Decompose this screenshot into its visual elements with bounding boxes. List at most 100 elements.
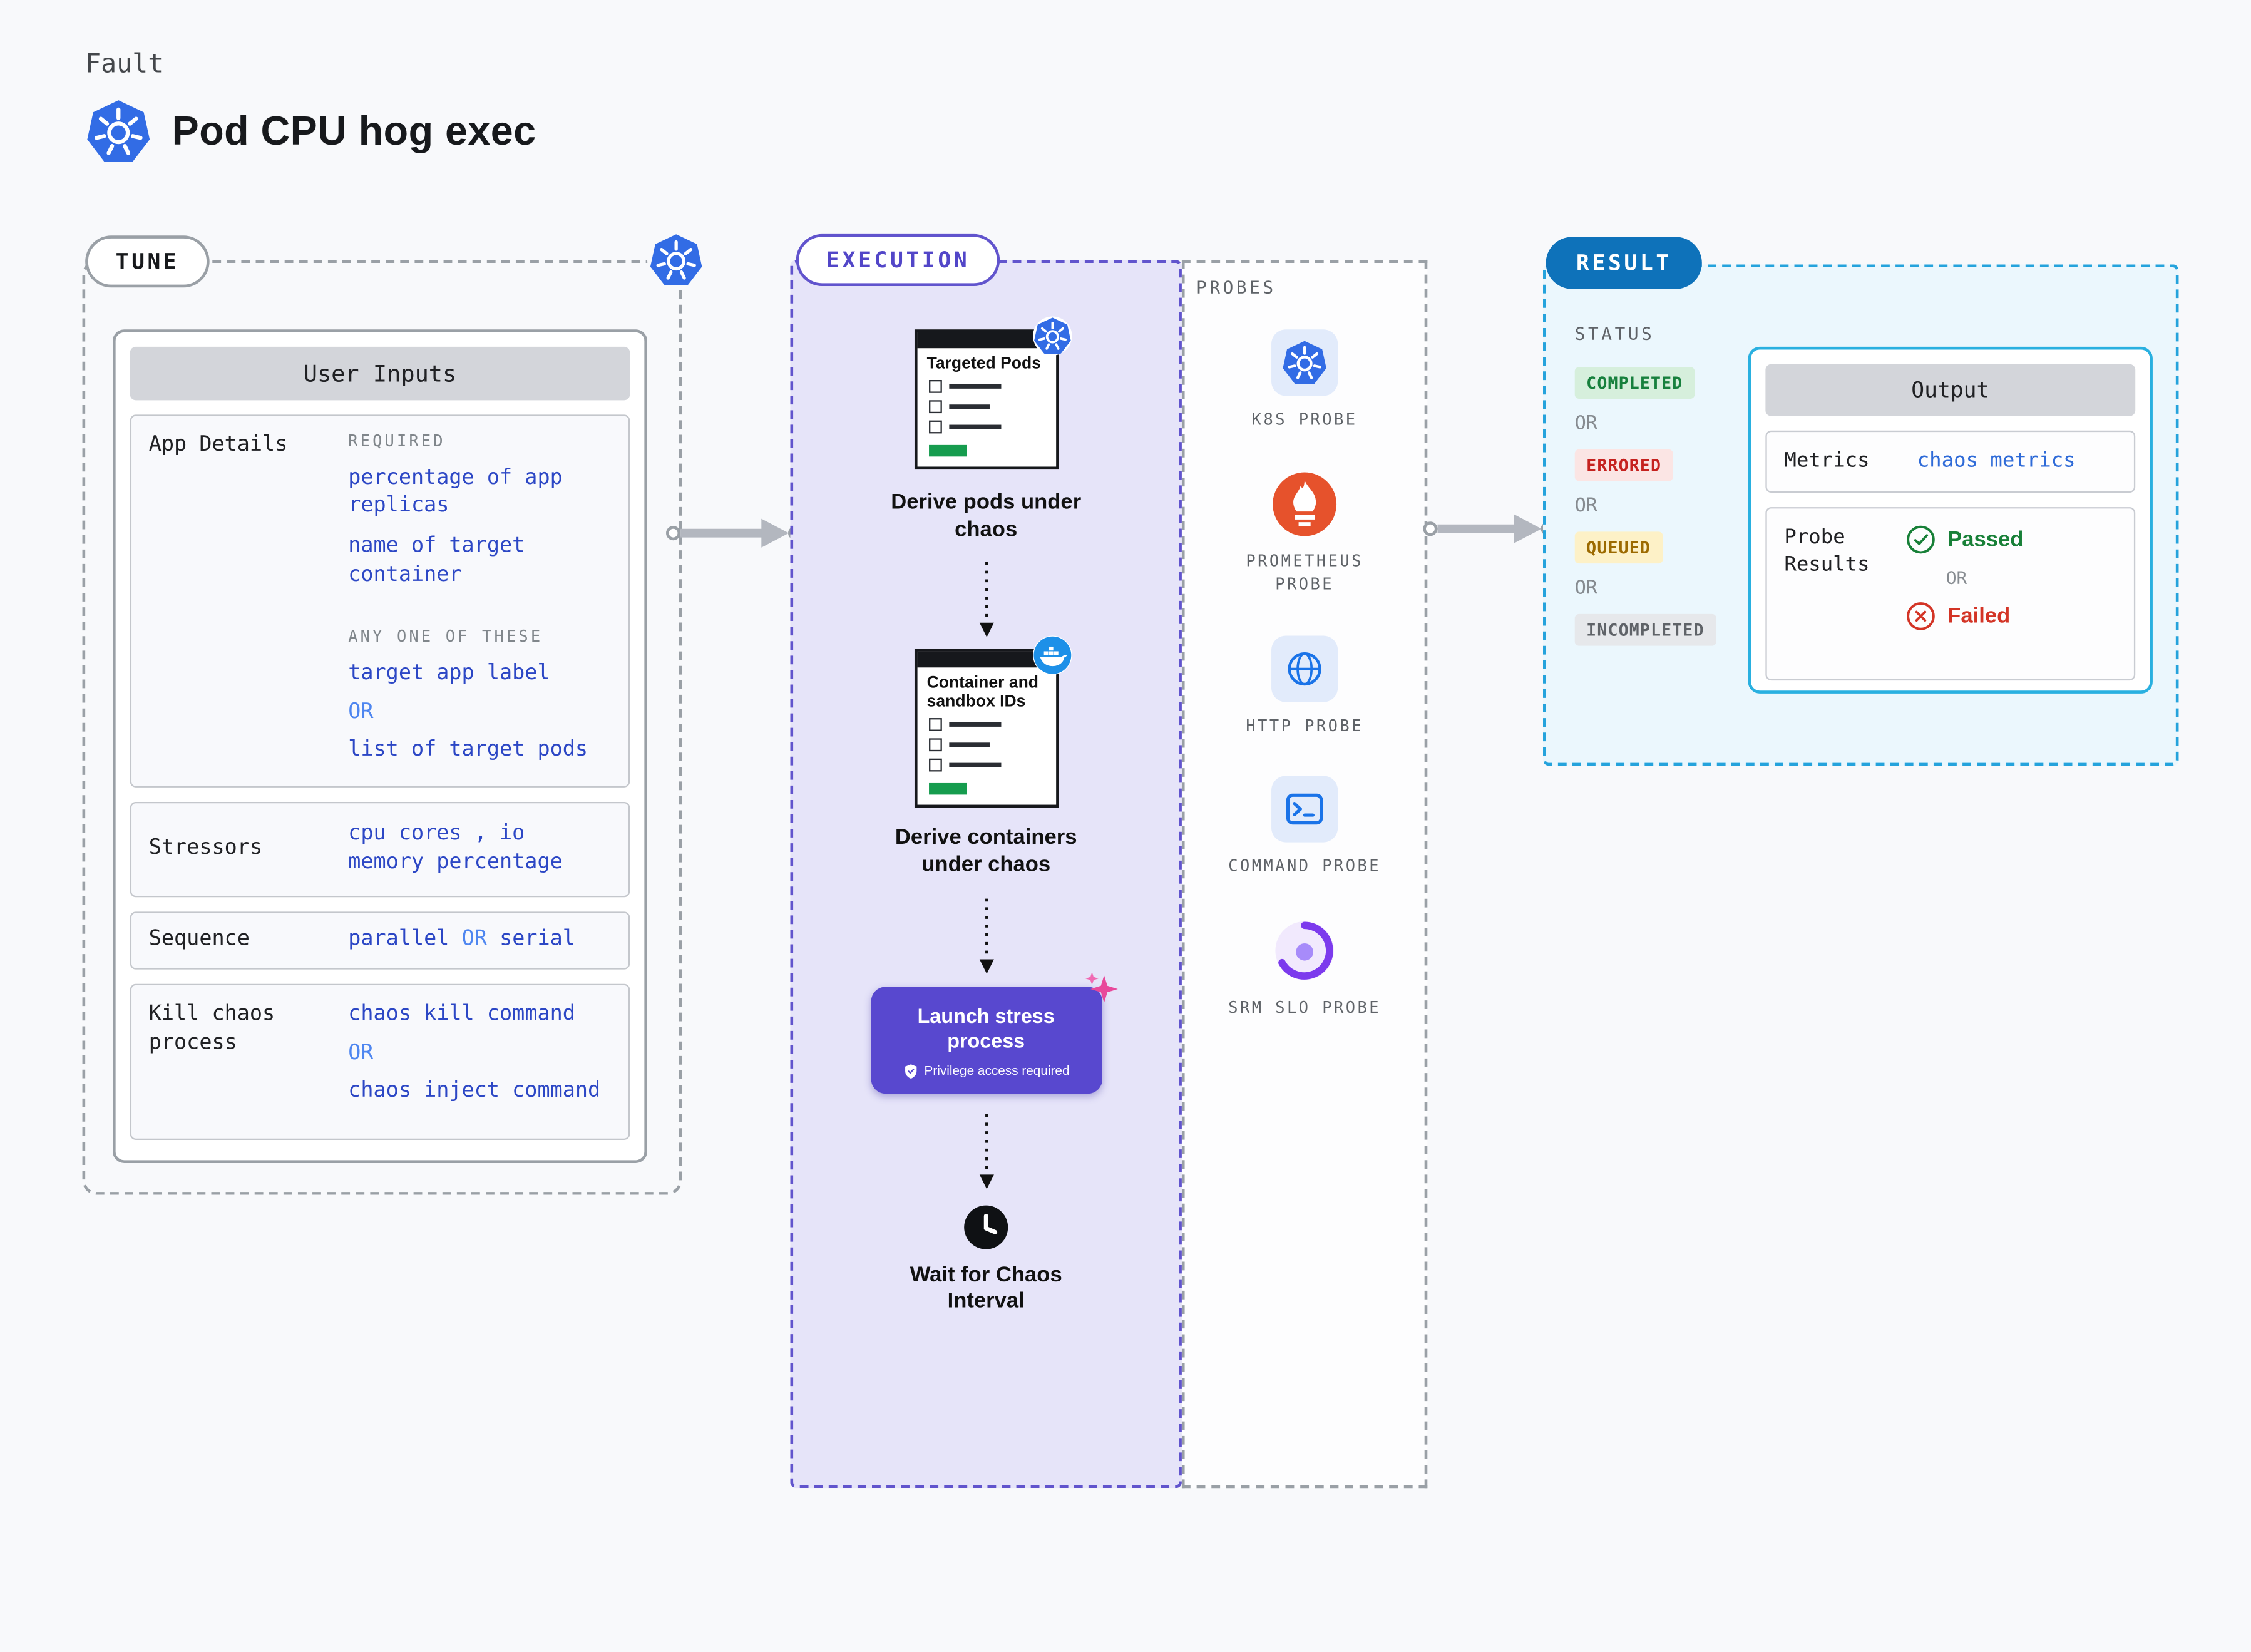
output-card: Output Metrics chaos metrics Probe Resul… [1748,346,2153,694]
tune-section [82,260,682,1195]
stressors-label: Stressors [148,836,263,860]
dotted-connector-arrow [977,894,995,980]
sequence-option: serial [500,928,575,952]
required-item: percentage of app replicas [348,466,563,518]
or-separator: OR [1574,413,1597,435]
kubernetes-icon [1032,316,1072,356]
output-title: Output [1765,364,2136,416]
probes-panel [1181,260,1428,1489]
kill-chaos-row: Kill chaos process chaos kill command OR… [130,983,630,1141]
passed-label: Passed [1947,527,2024,552]
kill-option: chaos kill command [348,1002,575,1026]
kill-chaos-label: Kill chaos process [148,1002,275,1054]
document-titlebar [916,651,1055,667]
execution-pill: EXECUTION [796,233,1000,286]
flow-arrow-execution-to-result [1423,514,1554,543]
checkbox-icon [928,759,941,772]
checkbox-icon [928,380,941,394]
status-badge-errored: ERRORED [1574,449,1673,481]
stressors-content: cpu cores , io memory percentage [348,821,611,878]
result-pill: RESULT [1546,237,1703,289]
probe-label: K8S PROBE [1251,410,1358,429]
wait-interval-caption: Wait for Chaos Interval [910,1262,1062,1314]
user-inputs-title: User Inputs [130,346,630,401]
shield-icon [904,1063,917,1079]
page-title: Pod CPU hog exec [172,108,536,153]
sequence-row: Sequence parallel OR serial [130,911,630,970]
dotted-connector-arrow [977,559,995,643]
sparkle-icon [1084,972,1117,1003]
command-probe-icon [1271,776,1338,843]
execution-flow: Targeted Pods Derive pods under chaos Co… [790,260,1181,1316]
prometheus-probe-icon [1271,470,1338,536]
or-separator: OR [1574,578,1597,600]
sequence-label: Sequence [148,928,250,952]
probe-label: SRM SLO PROBE [1228,997,1381,1017]
probe-label: HTTP PROBE [1246,716,1363,735]
any-one-heading: ANY ONE OF THESE [348,627,543,646]
metrics-row: Metrics chaos metrics [1765,430,2136,493]
http-probe-icon [1271,635,1338,702]
or-separator: OR [348,700,374,724]
app-details-content: REQUIRED percentage of app replicas name… [348,432,611,770]
stressors-value: memory percentage [348,851,563,875]
probe-results-label: Probe Results [1784,525,1870,577]
clock-icon [962,1203,1010,1251]
launch-stress-process-button: Launch stress process Privilege access r… [870,972,1117,1094]
checkbox-icon [928,421,941,434]
app-details-row: App Details REQUIRED percentage of app r… [130,414,630,788]
checkbox-icon [928,738,941,752]
stressors-row: Stressors cpu cores , io memory percenta… [130,801,630,898]
status-badge-incompleted: INCOMPLETED [1574,613,1716,646]
probes-heading: PROBES [1196,277,1276,298]
x-circle-icon [1907,602,1935,630]
status-column: STATUS COMPLETED OR ERRORED OR QUEUED OR… [1574,323,1716,646]
docker-icon [1032,635,1072,675]
srm-slo-probe-icon [1271,916,1338,983]
required-item: name of target container [348,534,525,586]
probe-label: COMMAND PROBE [1228,856,1381,876]
probe-label: PROMETHEUS PROBE [1246,551,1363,594]
kubernetes-icon [85,98,151,165]
progress-bar [928,445,966,457]
option-list-of-target-pods: list of target pods [348,738,588,762]
sequence-option: parallel [348,928,449,952]
chaos-metrics-link: chaos metrics [1917,449,2076,473]
progress-bar [928,783,966,795]
derive-containers-caption: Derive containers under chaos [895,825,1077,877]
document-title: Container and sandbox IDs [926,674,1039,711]
container-sandbox-document: Container and sandbox IDs [913,635,1072,808]
kubernetes-icon [1281,339,1328,386]
metrics-label: Metrics [1784,449,1870,473]
status-heading: STATUS [1574,323,1655,344]
dotted-connector-arrow [977,1111,995,1194]
user-inputs-card: User Inputs App Details REQUIRED percent… [113,329,647,1163]
probe-results-row: Probe Results Passed OR Failed [1765,506,2136,680]
kill-chaos-content: chaos kill command OR chaos inject comma… [348,1001,611,1122]
privilege-access-note: Privilege access required [885,1063,1087,1079]
kubernetes-icon [647,231,705,289]
flow-arrow-tune-to-execution [665,518,801,548]
probe-results-values: Passed OR Failed [1905,525,2116,664]
k8s-probe-icon [1271,329,1338,396]
status-badge-queued: QUEUED [1574,531,1663,564]
option-target-app-label: target app label [348,661,550,685]
or-separator: OR [1946,567,1967,588]
privilege-access-label: Privilege access required [924,1064,1070,1079]
sequence-content: parallel OR serial [348,926,611,955]
checkbox-icon [928,400,941,414]
check-circle-icon [1907,525,1935,554]
required-heading: REQUIRED [348,432,446,451]
probes-list: K8S PROBE PROMETHEUS PROBE HTTP PROBE CO… [1182,260,1427,1020]
prometheus-icon [1273,471,1337,536]
targeted-pods-document: Targeted Pods [913,316,1072,470]
or-separator: OR [1574,495,1597,518]
or-separator: OR [461,928,487,952]
fault-kicker: Fault [85,49,164,80]
kill-option: chaos inject command [348,1079,601,1103]
terminal-icon [1281,786,1328,833]
document-titlebar [916,332,1055,349]
tune-pill: TUNE [85,235,210,288]
derive-pods-caption: Derive pods under chaos [891,490,1082,542]
